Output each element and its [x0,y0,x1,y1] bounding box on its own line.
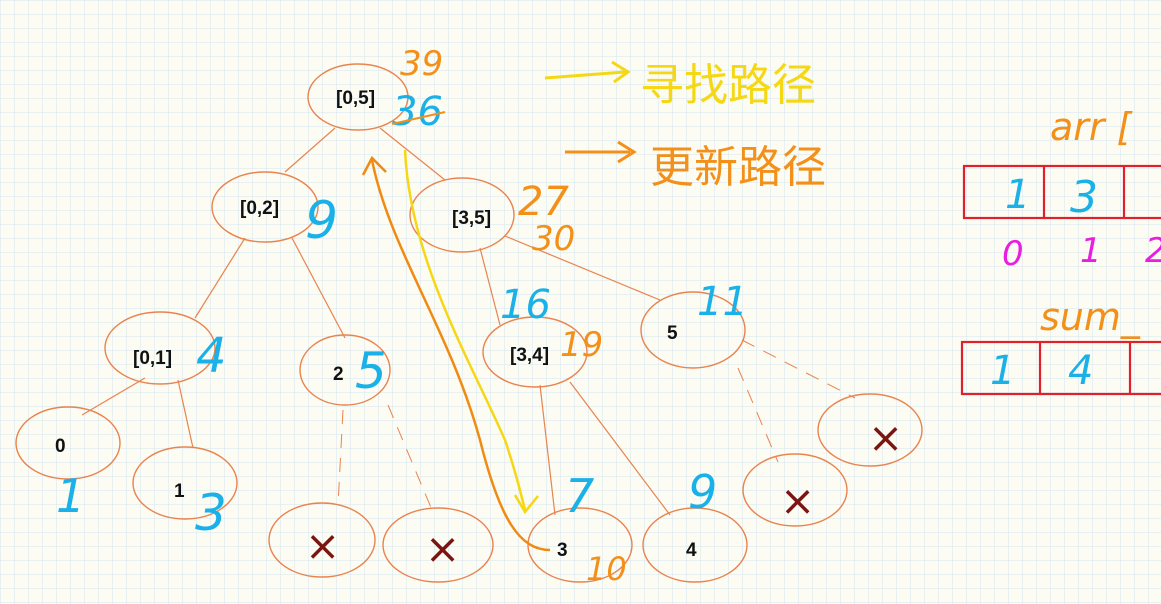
tree-edges [81,127,671,516]
edge-root-n35 [379,127,446,181]
node-n35-label: [3,5] [452,208,491,229]
arr-index-1: 1 [1080,231,1102,271]
n0-sum-blue: 1 [56,469,85,523]
legend-update-path: 更新路径 [650,142,826,193]
sum-arr-title: sum_ [1040,295,1141,339]
node-empty-d-circle [817,393,923,467]
edge-n5-empty-left [737,367,779,463]
update-path-arrow [370,159,551,552]
node-n34-label: [3,4] [510,345,549,366]
edge-n01-n1 [177,379,194,449]
edge-n2-empty-left [337,409,344,506]
node-n5-label: 5 [667,323,678,344]
node-n0-label: 0 [55,436,66,457]
n35-sum-blue-old: 27 [518,179,569,225]
legend-update-arrowhead [617,140,637,164]
sum-arr-box [960,340,1161,396]
n3-sum-orange: 10 [586,550,627,588]
node-n3-label: 3 [557,540,568,561]
node-n01-label: [0,1] [133,348,172,369]
n3-sum-blue: 7 [565,469,594,523]
node-n4-label: 4 [686,540,697,561]
arr-title: arr [ [1050,105,1133,149]
node-n01-circle [104,311,216,385]
arr-value-0: 1 [1005,172,1030,218]
node-empty-c-circle [742,453,848,527]
node-n34-circle [482,316,588,388]
n35-sum-orange: 30 [532,219,575,259]
node-root-label: [0,5] [336,88,375,109]
edge-n5-empty-right [741,339,856,399]
legend-find-arrow [544,70,626,80]
node-empty-a-circle [268,502,376,578]
node-n5-circle [640,291,746,369]
edge-n35-n5 [504,235,661,301]
root-sum-orange: 39 [400,44,443,84]
sum-arr-value-0: 1 [990,348,1015,394]
n34-sum-orange: 19 [560,325,603,365]
sum-arr-value-1: 4 [1068,348,1093,394]
n1-sum-blue: 3 [195,484,227,542]
edge-n34-n3 [539,384,556,516]
arr-box [962,164,1161,220]
update-path-arrowhead [361,155,387,176]
arr-index-2: 2 [1145,231,1161,271]
root-sum-blue: 36 [392,89,443,135]
node-n1-circle [132,446,238,520]
node-n35-circle [409,177,515,253]
edge-n34-n4 [569,381,671,516]
node-n3-circle [527,507,633,583]
node-n1-label: 1 [174,481,185,502]
edge-n02-n01 [194,237,246,319]
n5-sum-blue: 11 [697,279,748,325]
node-n0-circle [15,406,121,480]
empty-mark-c: × [780,476,815,525]
legend-find-arrowhead [611,60,631,84]
legend-find-path: 寻找路径 [640,60,816,111]
edge-n01-n0 [81,377,146,416]
edge-n02-n2 [291,237,346,339]
node-n4-circle [642,507,748,583]
n4-sum-blue: 9 [688,465,717,519]
node-n02-circle [211,171,319,243]
n01-sum-blue: 4 [196,328,227,384]
arr-value-1: 3 [1070,172,1098,223]
root-strike-line [391,111,446,125]
node-n2-circle [299,334,391,406]
find-path-arrow [403,149,527,511]
empty-mark-d: × [868,413,903,462]
node-root-circle [307,63,409,131]
empty-mark-b: × [425,524,460,573]
empty-edges [337,339,856,511]
arr-index-0: 0 [1002,234,1024,274]
node-n2-label: 2 [333,364,344,385]
edge-root-n02 [284,127,336,173]
empty-mark-a: × [305,521,340,570]
n2-sum-blue: 5 [355,342,387,400]
edge-n35-n34 [479,247,501,326]
find-path-arrowhead [513,494,539,515]
node-n02-label: [0,2] [240,198,279,219]
edge-n2-empty-right [387,404,433,511]
node-empty-b-circle [382,507,494,583]
n02-sum-blue: 9 [305,191,338,251]
n34-sum-blue: 16 [500,282,551,328]
